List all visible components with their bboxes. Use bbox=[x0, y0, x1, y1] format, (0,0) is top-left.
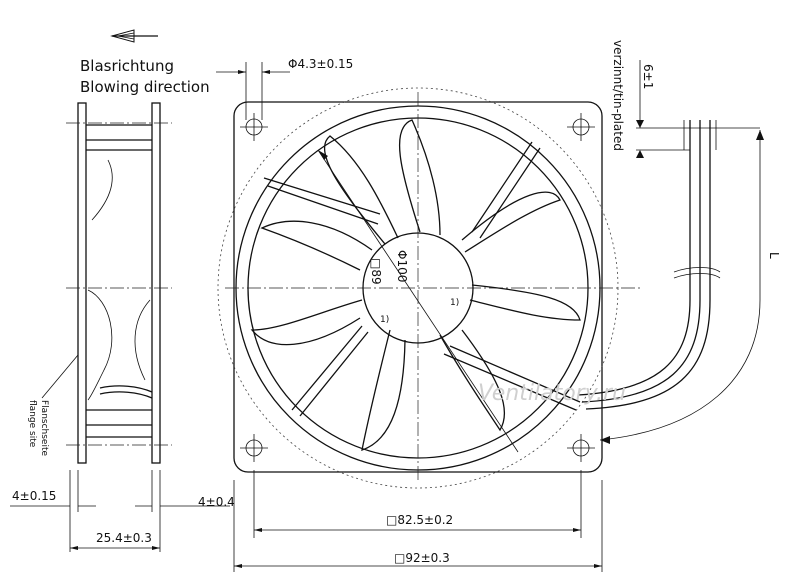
diameter-line bbox=[317, 149, 519, 453]
flange-label-de: Flanschseite bbox=[39, 400, 49, 456]
blowing-label-de: Blasrichtung bbox=[80, 57, 174, 75]
lead-strip-label: 6±1 bbox=[641, 64, 655, 89]
fan-blades bbox=[250, 119, 581, 451]
bottom-dimensions bbox=[233, 470, 603, 572]
watermark: Ventilatory.ru bbox=[478, 381, 626, 406]
fan-hub bbox=[362, 232, 474, 344]
support-struts bbox=[263, 141, 581, 417]
hub-square-label: □89 bbox=[369, 258, 383, 285]
cable-leads bbox=[577, 60, 764, 444]
flange-label-en: flange site bbox=[27, 400, 37, 448]
frame-depth-dim: 25.4±0.3 bbox=[96, 531, 152, 545]
length-label: L bbox=[767, 252, 781, 259]
depth-offset-dim: 4±0.4 bbox=[198, 495, 235, 509]
frame-size-label: □92±0.3 bbox=[394, 551, 450, 565]
side-dimensions bbox=[10, 470, 230, 552]
hub-mark-2: 1) bbox=[450, 298, 459, 308]
hole-spacing-label: □82.5±0.2 bbox=[386, 513, 453, 527]
outer-diameter-label: Φ100 bbox=[395, 250, 409, 282]
flange-leader bbox=[41, 354, 79, 399]
flange-thickness-dim: 4±0.15 bbox=[12, 489, 56, 503]
hole-dimension bbox=[216, 62, 290, 120]
blowing-label-en: Blowing direction bbox=[80, 78, 210, 96]
hub-mark: 1) bbox=[380, 315, 389, 325]
tin-plated-label: verzinnt/tin-plated bbox=[611, 40, 625, 151]
side-view bbox=[66, 102, 172, 464]
blowing-direction-arrow bbox=[110, 29, 158, 43]
hole-diameter-label: Φ4.3±0.15 bbox=[288, 57, 353, 71]
